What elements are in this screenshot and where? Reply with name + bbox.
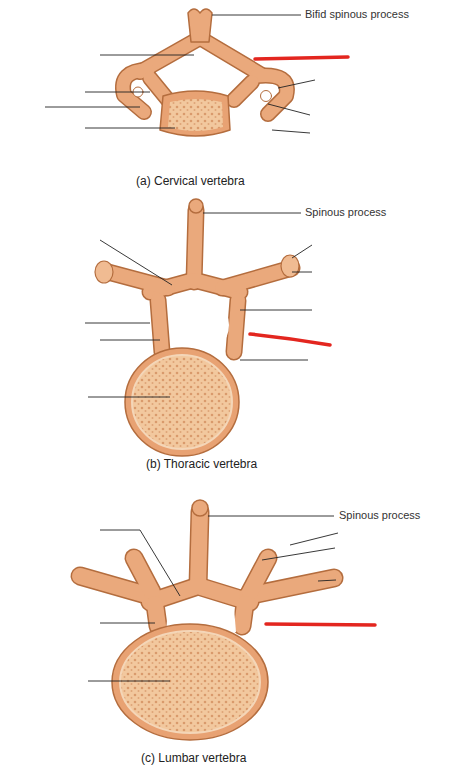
cervical-vertebra bbox=[123, 9, 287, 136]
lumbar-vertebra bbox=[80, 500, 334, 740]
thoracic-vertebra bbox=[95, 199, 299, 456]
part-label: Bifid spinous process bbox=[304, 8, 410, 21]
figure-caption: (b) Thoracic vertebra bbox=[145, 457, 258, 471]
red-marks bbox=[250, 57, 375, 625]
part-label: Spinous process bbox=[304, 206, 387, 219]
figure-caption: (c) Lumbar vertebra bbox=[140, 751, 247, 765]
leader-lines bbox=[45, 15, 338, 681]
figure-caption: (a) Cervical vertebra bbox=[135, 174, 246, 188]
part-label: Spinous process bbox=[338, 509, 421, 522]
